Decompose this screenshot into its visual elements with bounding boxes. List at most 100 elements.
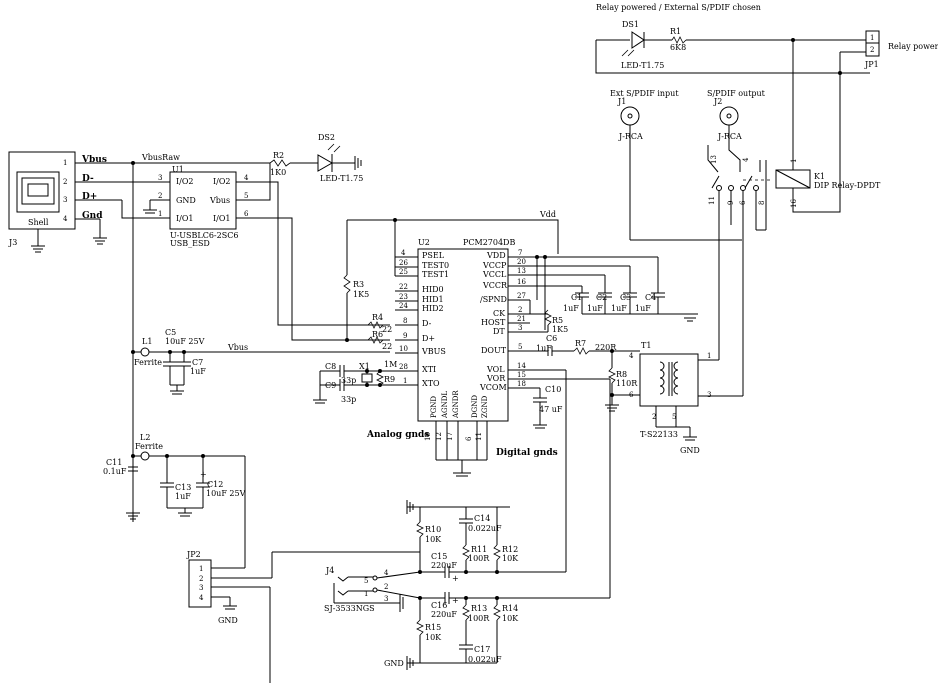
ds1-ref: DS1 xyxy=(622,20,639,29)
c12-plus: + xyxy=(200,470,207,479)
analog-gnds-label: Analog gnds xyxy=(366,430,429,440)
c12-ref: C12 xyxy=(207,480,223,489)
t1-pin-2: 2 xyxy=(652,413,656,421)
k1-pin-13: 13 xyxy=(710,155,718,164)
u2-num-17: 17 xyxy=(446,432,454,441)
j3-pin2: 2 xyxy=(63,178,67,186)
ds2-value: LED-T1.75 xyxy=(320,174,363,183)
u2-pin-vccl: VCCL xyxy=(482,270,507,279)
r8-value: 110R xyxy=(616,379,638,388)
u2-pin-hid2: HID2 xyxy=(422,304,444,313)
vdd-net: Vdd xyxy=(539,210,556,219)
r14-value: 10K xyxy=(502,614,519,623)
u2-num-24: 24 xyxy=(399,302,408,310)
r6-value: 22 xyxy=(382,342,392,351)
j3-net-vbus: Vbus xyxy=(81,155,107,165)
c11-value: 0.1uF xyxy=(103,467,127,476)
u2-pin-ck: CK xyxy=(493,309,506,318)
crystal-section: C8 33p C9 33p X1 1M R9 xyxy=(313,360,397,404)
r3-value: 1K5 xyxy=(353,290,369,299)
jp1-pin2: 2 xyxy=(870,46,874,54)
k1-pin-4: 4 xyxy=(742,157,750,162)
jp2-pin4: 4 xyxy=(199,594,204,602)
l1-ferrite: L1 Ferrite xyxy=(131,163,390,522)
c3-ref: C3 xyxy=(620,293,631,302)
u2-num-11: 11 xyxy=(475,432,483,441)
r2-value: 1K0 xyxy=(270,168,286,177)
j4-ref: J4 xyxy=(325,566,334,575)
u1-num-1: 1 xyxy=(158,210,162,218)
c17-value: 0.022uF xyxy=(468,655,502,664)
ds2-led: DS2 LED-T1.75 xyxy=(317,133,363,183)
l2-value: Ferrite xyxy=(135,442,163,451)
c16-plus: + xyxy=(452,596,459,605)
u1-num-3: 3 xyxy=(158,174,162,182)
jp2-pin3: 3 xyxy=(199,584,203,592)
u2-pin-agndr: AGNDR xyxy=(452,390,460,419)
u2-pin-vor: VOR xyxy=(486,374,506,383)
u2-pin-host: HOST xyxy=(481,318,506,327)
r10-ref: R10 xyxy=(425,525,441,534)
c12-value: 10uF 25V xyxy=(206,489,246,498)
jp2-pin1: 1 xyxy=(199,565,203,573)
spdif-output-stage: C6 1uF R7 220R R8 110R T1 4 6 2 5 1 3 xyxy=(536,215,744,455)
t1-pin-3: 3 xyxy=(707,391,711,399)
vbusraw-net: VbusRaw xyxy=(141,153,180,162)
j1-caption: Ext S/PDIF input xyxy=(610,89,679,98)
r9-ref: R9 xyxy=(384,375,395,384)
u2-num-25: 25 xyxy=(399,268,408,276)
j3-pin1: 1 xyxy=(63,159,67,167)
vbus-net: Vbus xyxy=(227,343,248,352)
r11-ref: R11 xyxy=(471,545,487,554)
r2-ref: R2 xyxy=(273,151,284,160)
u2-num-23: 23 xyxy=(399,293,408,301)
u1-left-pin-io2: I/O2 xyxy=(176,177,194,186)
k1-value: DIP Relay-DPDT xyxy=(814,181,881,190)
j2-ref: J2 xyxy=(713,97,722,106)
u2-num-18: 18 xyxy=(517,380,526,388)
jp2-gnd: GND xyxy=(218,616,238,625)
relay-power-label: Relay power xyxy=(888,42,938,51)
j3-pin4: 4 xyxy=(63,215,68,223)
jp1-header: 1 2 JP1 xyxy=(839,30,880,73)
headphone-output: R10 10K C14 0.022uF R11 100R R12 10K C15… xyxy=(324,369,611,670)
j1-value: J-RCA xyxy=(618,132,643,141)
c7-ref: C7 xyxy=(192,358,203,367)
r6-resistor: R6 22 xyxy=(367,330,392,351)
u2-num-13: 13 xyxy=(517,267,526,275)
j4-pin-4: 4 xyxy=(384,569,389,577)
j4-pin-3: 3 xyxy=(384,595,388,603)
j3-net-dminus: D- xyxy=(82,174,94,184)
t1-pin-5: 5 xyxy=(672,413,676,421)
u1-right-pin-io1: I/O1 xyxy=(213,214,231,223)
u2-num-9: 9 xyxy=(403,332,407,340)
r15-value: 10K xyxy=(425,633,442,642)
u2-pin-vcom: VCOM xyxy=(479,383,507,392)
j1-rca: Ext S/PDIF input J1 J-RCA xyxy=(610,89,742,241)
k1-pin-8: 8 xyxy=(758,201,766,205)
j3-pin3: 3 xyxy=(63,196,67,204)
u2-pin-hid1: HID1 xyxy=(422,295,444,304)
j2-rca: S/PDIF output J2 J-RCA xyxy=(707,89,766,172)
r13-value: 100R xyxy=(468,614,490,623)
l1-ref: L1 xyxy=(142,337,152,346)
c11-ref: C11 xyxy=(106,458,122,467)
u2-pin-vbus: VBUS xyxy=(421,347,446,356)
j3-net-gnd: Gnd xyxy=(82,211,103,221)
c7-value: 1uF xyxy=(190,367,206,376)
r7-ref: R7 xyxy=(575,339,586,348)
u2-pin-dt: DT xyxy=(493,327,505,336)
j3-usb-connector: Shell J3 1 2 3 4 Vbus D- D+ Gnd xyxy=(8,151,270,253)
u2-num-27: 27 xyxy=(517,292,526,300)
t1-pin-6: 6 xyxy=(629,391,634,399)
c5-cap: C5 10uF 25V C7 1uF xyxy=(163,328,206,395)
r1-value: 6K8 xyxy=(670,43,686,52)
jp2-ref: JP2 xyxy=(186,550,201,559)
u2-pin-pgnd: PGND xyxy=(430,396,438,418)
u1-sub: USB_ESD xyxy=(170,239,210,248)
c8-ref: C8 xyxy=(325,362,336,371)
c2-ref: C2 xyxy=(596,293,607,302)
u2-num-8: 8 xyxy=(403,317,407,325)
r4-ref: R4 xyxy=(372,313,383,322)
l1-value: Ferrite xyxy=(134,358,162,367)
